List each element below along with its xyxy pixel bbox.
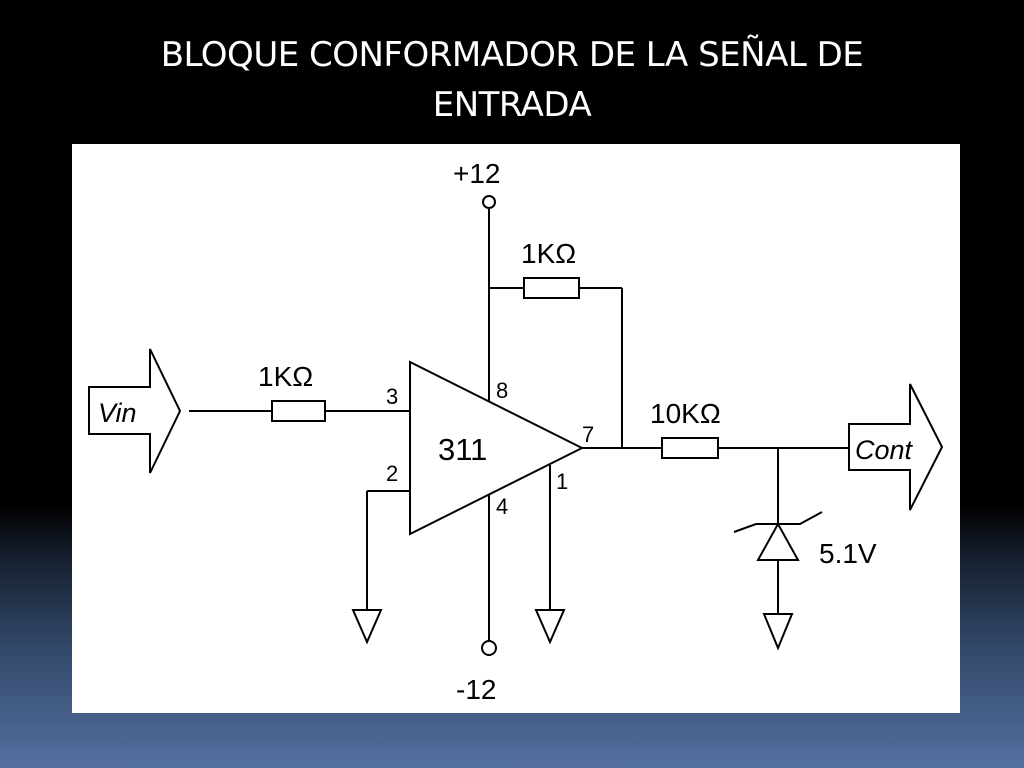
input-signal-arrow bbox=[88, 348, 182, 474]
output-resistor-label: 10KΩ bbox=[650, 398, 721, 429]
input-resistor-label: 1KΩ bbox=[258, 361, 313, 392]
pin-2-label: 2 bbox=[386, 461, 398, 486]
ground-symbol-pin-1 bbox=[534, 609, 566, 645]
supply-negative-label: -12 bbox=[456, 674, 496, 705]
comparator-triangle bbox=[409, 360, 585, 536]
slide-title-line1: BLOQUE CONFORMADOR DE LA SEÑAL DE bbox=[160, 35, 864, 75]
ground-symbol-zener bbox=[762, 613, 794, 651]
pin-4-label: 4 bbox=[496, 494, 508, 519]
pin-1-label: 1 bbox=[556, 469, 568, 494]
comparator-label: 311 bbox=[438, 432, 487, 467]
pin-8-label: 8 bbox=[496, 378, 508, 403]
zener-diode-triangle bbox=[756, 521, 800, 561]
output-resistor bbox=[661, 437, 719, 459]
input-resistor bbox=[271, 400, 326, 422]
zener-diode-cathode bbox=[733, 511, 823, 533]
slide-title-line2: ENTRADA bbox=[432, 85, 592, 125]
supply-positive-terminal bbox=[482, 195, 496, 209]
schematic-panel: +12 1KΩ Vin 1KΩ 311 3 2 8 4 7 1 -12 bbox=[72, 144, 960, 713]
ground-symbol-pin-2 bbox=[351, 609, 383, 645]
slide-title: BLOQUE CONFORMADOR DE LA SEÑAL DE ENTRAD… bbox=[0, 30, 1024, 130]
input-signal-label: Vin bbox=[98, 398, 137, 428]
pin-3-label: 3 bbox=[386, 384, 398, 409]
pin-7-label: 7 bbox=[582, 422, 594, 447]
schematic-diagram: +12 1KΩ Vin 1KΩ 311 3 2 8 4 7 1 -12 bbox=[88, 158, 944, 705]
feedback-resistor bbox=[523, 277, 580, 299]
zener-voltage-label: 5.1V bbox=[819, 538, 877, 569]
output-signal-label: Cont bbox=[855, 435, 914, 465]
supply-negative-terminal bbox=[481, 640, 497, 656]
feedback-resistor-label: 1KΩ bbox=[521, 238, 576, 269]
supply-positive-label: +12 bbox=[453, 158, 501, 189]
output-signal-arrow bbox=[848, 383, 944, 511]
